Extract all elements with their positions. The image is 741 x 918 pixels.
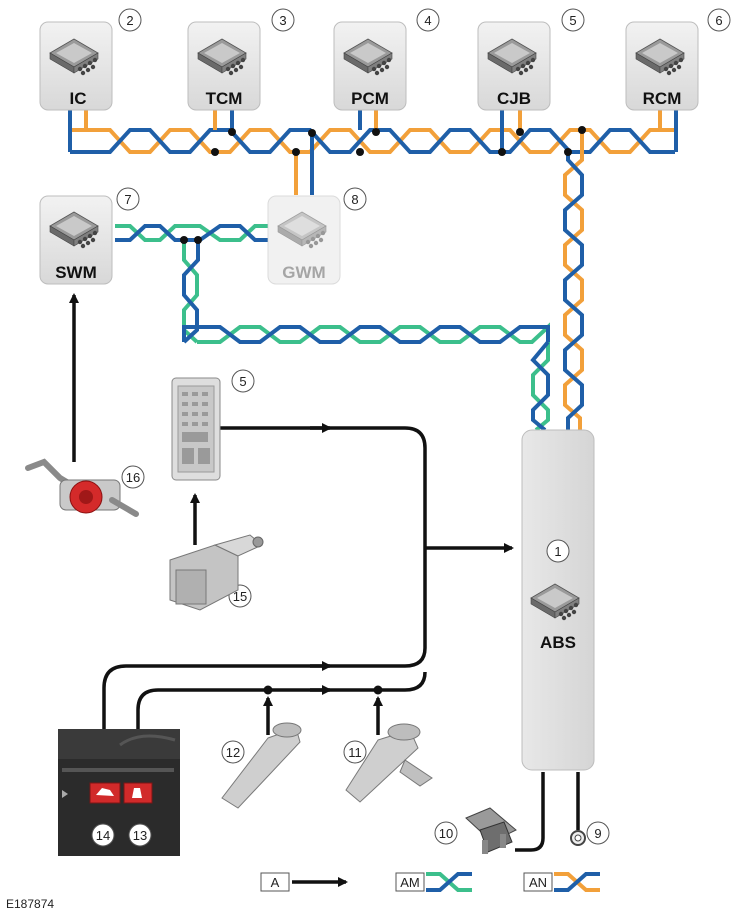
signal-junctions bbox=[263, 685, 383, 695]
module-gwm-label: GWM bbox=[282, 263, 325, 282]
module-tcm: TCM bbox=[187, 21, 261, 111]
module-ic: IC bbox=[39, 21, 113, 111]
cjb-fusebox-image bbox=[171, 377, 221, 481]
svg-text:16: 16 bbox=[126, 470, 140, 485]
brake-switch-image bbox=[169, 534, 264, 611]
module-rcm-label: RCM bbox=[643, 89, 682, 108]
svg-text:9: 9 bbox=[594, 826, 601, 841]
figure-id: E187874 bbox=[6, 897, 54, 911]
svg-text:5: 5 bbox=[569, 13, 576, 28]
svg-text:8: 8 bbox=[351, 192, 358, 207]
svg-text:10: 10 bbox=[439, 826, 453, 841]
wheel-speed-sensor-right-image bbox=[345, 723, 433, 803]
svg-text:6: 6 bbox=[715, 13, 722, 28]
steering-column-module-image bbox=[25, 458, 139, 517]
module-swm: SWM bbox=[39, 195, 113, 285]
module-tcm-label: TCM bbox=[206, 89, 243, 108]
can-junctions bbox=[211, 126, 586, 156]
module-cjb: CJB bbox=[477, 21, 551, 111]
module-ic-label: IC bbox=[70, 89, 87, 108]
chassis-can-junctions bbox=[180, 236, 202, 244]
legend-am-label: AM bbox=[400, 875, 420, 890]
ms-can-bus bbox=[68, 110, 678, 430]
module-pcm: PCM bbox=[333, 21, 407, 111]
module-abs-label: ABS bbox=[540, 633, 576, 652]
svg-text:1: 1 bbox=[554, 544, 561, 559]
svg-text:12: 12 bbox=[226, 745, 240, 760]
svg-text:14: 14 bbox=[96, 828, 110, 843]
wheel-speed-sensor-left-image bbox=[221, 722, 302, 809]
legend: A AM AN bbox=[260, 872, 600, 892]
svg-text:13: 13 bbox=[133, 828, 147, 843]
module-rcm: RCM bbox=[625, 21, 699, 111]
module-abs: ABS bbox=[521, 429, 595, 771]
svg-text:11: 11 bbox=[348, 745, 362, 760]
switch-panel-image: 14 13 bbox=[58, 729, 180, 856]
module-pcm-label: PCM bbox=[351, 89, 389, 108]
module-gwm: GWM bbox=[267, 195, 341, 285]
svg-text:2: 2 bbox=[126, 13, 133, 28]
svg-text:15: 15 bbox=[233, 589, 247, 604]
svg-text:3: 3 bbox=[279, 13, 286, 28]
legend-an-label: AN bbox=[529, 875, 547, 890]
module-cjb-label: CJB bbox=[497, 89, 531, 108]
ground-terminal-image bbox=[570, 830, 586, 846]
svg-text:5: 5 bbox=[239, 374, 246, 389]
svg-text:7: 7 bbox=[124, 192, 131, 207]
hardwired-signals bbox=[69, 293, 580, 852]
callout-numbers: 2 3 4 5 6 7 8 1 5 16 15 12 11 10 9 bbox=[116, 8, 731, 845]
legend-a-label: A bbox=[271, 875, 280, 890]
fuse-image bbox=[465, 807, 517, 854]
module-swm-label: SWM bbox=[55, 263, 97, 282]
svg-text:4: 4 bbox=[424, 13, 431, 28]
